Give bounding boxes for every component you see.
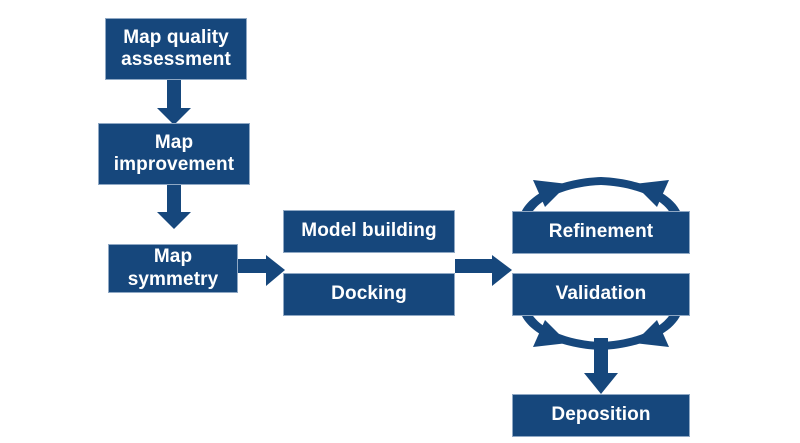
cycle-bottom-right-arrowhead <box>634 320 669 347</box>
arrow-symmetry-to-building <box>238 255 285 286</box>
node-deposition[interactable]: Deposition <box>512 394 690 437</box>
cycle-bottom-left-arrowhead <box>533 320 568 347</box>
cycle-top-right-arrowhead <box>634 180 669 207</box>
cycle-bottom-arc <box>520 311 682 350</box>
node-map-improvement[interactable]: Map improvement <box>98 123 250 185</box>
node-refinement[interactable]: Refinement <box>512 211 690 254</box>
node-docking[interactable]: Docking <box>283 273 455 316</box>
node-validation[interactable]: Validation <box>512 273 690 316</box>
cycle-top-left-arrowhead <box>533 180 568 207</box>
arrow-docking-to-refinement <box>455 255 512 286</box>
arrow-cycle-to-deposition <box>584 338 618 394</box>
node-label-line1: Map quality <box>123 26 229 48</box>
node-label: Map quality assessment <box>112 27 240 72</box>
node-label-line2: assessment <box>121 49 231 70</box>
node-map-symmetry[interactable]: Map symmetry <box>108 244 238 293</box>
node-label: Map symmetry <box>115 246 231 291</box>
arrow-improvement-to-symmetry <box>157 184 191 229</box>
node-label: Deposition <box>551 404 651 426</box>
node-label: Model building <box>301 220 437 242</box>
node-label-line1: Map <box>154 131 194 153</box>
node-label: Refinement <box>548 221 654 243</box>
node-label-line2: symmetry <box>127 268 219 290</box>
node-label-line2: improvement <box>113 154 235 175</box>
node-model-building[interactable]: Model building <box>283 210 455 253</box>
node-label-line1: Map <box>153 246 193 268</box>
arrow-quality-to-improvement <box>157 78 191 125</box>
node-label: Docking <box>331 283 407 305</box>
node-map-quality-assessment[interactable]: Map quality assessment <box>105 18 247 80</box>
node-label: Validation <box>555 283 647 305</box>
node-label: Map improvement <box>105 132 243 177</box>
